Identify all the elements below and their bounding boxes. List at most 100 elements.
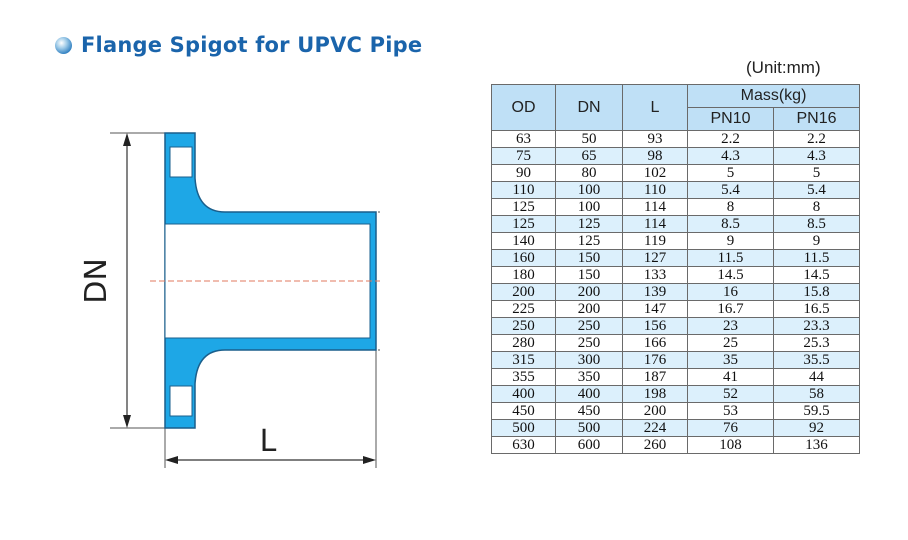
cell-od: 450: [491, 402, 556, 420]
cell-pn10: 52: [687, 385, 774, 403]
cell-pn16: 4.3: [773, 147, 860, 165]
flange-spigot-drawing: DN OD L: [80, 132, 380, 468]
cell-od: 140: [491, 232, 556, 250]
cell-pn10: 23: [687, 317, 774, 335]
cell-pn16: 2.2: [773, 130, 860, 148]
cell-od: 500: [491, 419, 556, 437]
l-arrow-left: [165, 456, 178, 464]
cell-pn16: 5.4: [773, 181, 860, 199]
bolt-hole-bottom: [169, 385, 193, 417]
cell-pn16: 9: [773, 232, 860, 250]
cell-dn: 200: [555, 300, 623, 318]
cell-dn: 100: [555, 181, 623, 199]
cell-od: 630: [491, 436, 556, 454]
cell-dn: 80: [555, 164, 623, 182]
cell-l: 147: [622, 300, 688, 318]
cell-pn16: 15.8: [773, 283, 860, 301]
l-arrow-right: [363, 456, 376, 464]
cell-od: 125: [491, 215, 556, 233]
cell-pn16: 59.5: [773, 402, 860, 420]
cell-od: 160: [491, 249, 556, 267]
cell-dn: 300: [555, 351, 623, 369]
cell-l: 93: [622, 130, 688, 148]
cell-dn: 50: [555, 130, 623, 148]
cell-l: 187: [622, 368, 688, 386]
cell-pn10: 5: [687, 164, 774, 182]
cell-pn16: 25.3: [773, 334, 860, 352]
cell-pn10: 2.2: [687, 130, 774, 148]
cell-pn16: 11.5: [773, 249, 860, 267]
cell-pn10: 76: [687, 419, 774, 437]
cell-pn16: 136: [773, 436, 860, 454]
cell-dn: 150: [555, 266, 623, 284]
cell-pn16: 8.5: [773, 215, 860, 233]
cell-od: 125: [491, 198, 556, 216]
cell-od: 355: [491, 368, 556, 386]
l-dimension-label: L: [260, 424, 277, 459]
cell-dn: 65: [555, 147, 623, 165]
cell-dn: 600: [555, 436, 623, 454]
cell-od: 180: [491, 266, 556, 284]
cell-od: 315: [491, 351, 556, 369]
cell-od: 225: [491, 300, 556, 318]
header-od: OD: [491, 84, 556, 131]
cell-dn: 200: [555, 283, 623, 301]
cell-pn10: 53: [687, 402, 774, 420]
cell-pn10: 35: [687, 351, 774, 369]
cell-dn: 250: [555, 317, 623, 335]
dn-dimension-label: DN: [80, 258, 114, 304]
cell-dn: 400: [555, 385, 623, 403]
cell-pn10: 108: [687, 436, 774, 454]
cell-l: 224: [622, 419, 688, 437]
header-mass: Mass(kg): [687, 84, 860, 108]
dn-arrow-top: [123, 133, 131, 146]
unit-label: (Unit:mm): [746, 58, 821, 77]
cell-dn: 150: [555, 249, 623, 267]
cell-od: 75: [491, 147, 556, 165]
header-pn16: PN16: [773, 107, 860, 131]
header-pn10: PN10: [687, 107, 774, 131]
cell-dn: 250: [555, 334, 623, 352]
cell-l: 156: [622, 317, 688, 335]
cell-dn: 125: [555, 215, 623, 233]
cell-l: 176: [622, 351, 688, 369]
cell-l: 166: [622, 334, 688, 352]
cell-pn16: 58: [773, 385, 860, 403]
cell-pn10: 25: [687, 334, 774, 352]
cell-pn10: 5.4: [687, 181, 774, 199]
cell-dn: 100: [555, 198, 623, 216]
cell-pn16: 16.5: [773, 300, 860, 318]
cell-l: 98: [622, 147, 688, 165]
cell-l: 119: [622, 232, 688, 250]
cell-l: 133: [622, 266, 688, 284]
cell-od: 250: [491, 317, 556, 335]
cell-pn16: 14.5: [773, 266, 860, 284]
cell-l: 127: [622, 249, 688, 267]
cell-pn10: 16.7: [687, 300, 774, 318]
bolt-hole-top: [169, 146, 193, 178]
cell-l: 260: [622, 436, 688, 454]
header-l: L: [622, 84, 688, 131]
cell-pn10: 11.5: [687, 249, 774, 267]
cell-od: 90: [491, 164, 556, 182]
cell-od: 200: [491, 283, 556, 301]
cell-pn16: 92: [773, 419, 860, 437]
cell-pn10: 41: [687, 368, 774, 386]
cell-pn10: 16: [687, 283, 774, 301]
